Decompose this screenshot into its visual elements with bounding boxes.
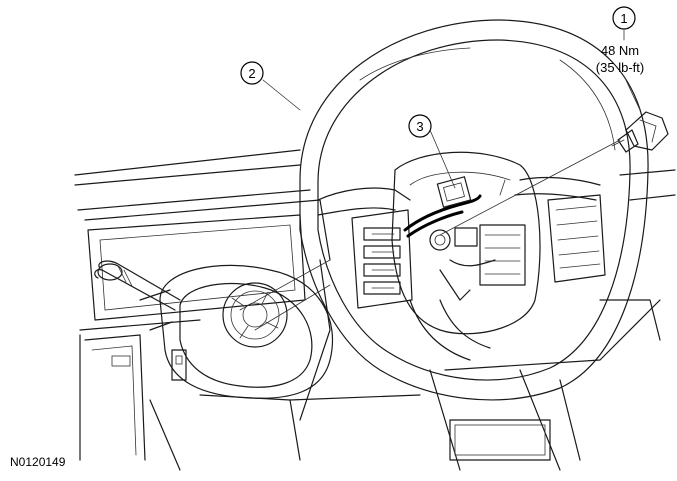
torque-imperial: (35 lb-ft) (596, 60, 644, 75)
steering-wheel-bolt (611, 111, 669, 153)
callout-2: 2 (240, 61, 264, 85)
figure-id: N0120149 (10, 455, 66, 469)
callout-3-label: 3 (416, 119, 423, 134)
leader-lines (239, 29, 625, 331)
steering-wheel (299, 19, 649, 401)
torque-spec: 48 Nm (35 lb-ft) (596, 43, 644, 111)
callout-1-label: 1 (620, 11, 627, 26)
callout-3: 3 (408, 114, 432, 138)
callout-2-circle (240, 61, 264, 85)
callout-1-circle (612, 6, 636, 30)
turn-signal-stalk (94, 260, 181, 311)
callout-2-label: 2 (248, 66, 255, 81)
clockspring-assembly (139, 264, 334, 399)
torque-metric: 48 Nm (601, 43, 639, 58)
callout-1: 1 (612, 6, 636, 30)
callout-3-circle (408, 114, 432, 138)
